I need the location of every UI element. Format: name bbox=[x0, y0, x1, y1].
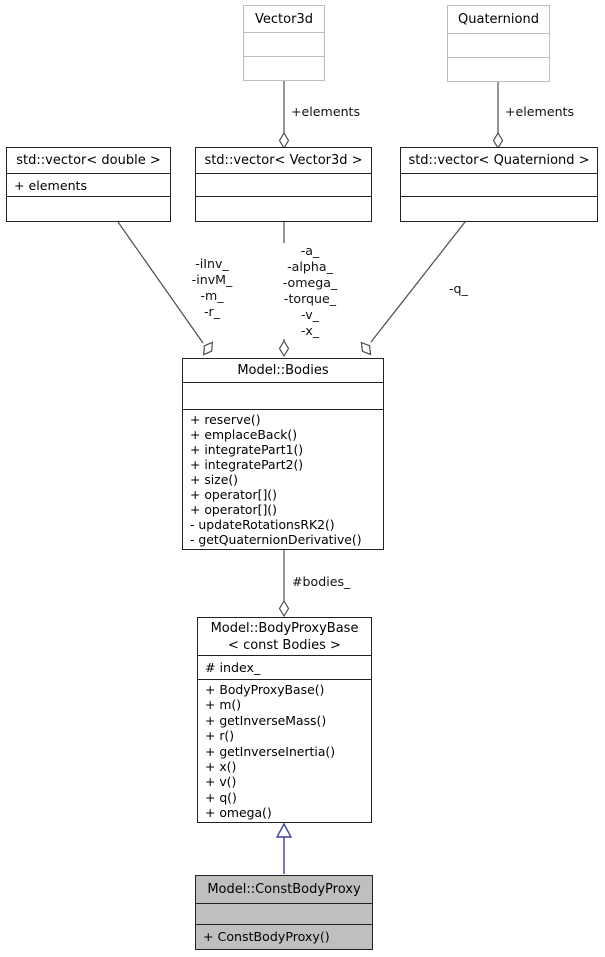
methods-compartment bbox=[448, 57, 549, 81]
class-title: std::vector< Vector3d > bbox=[196, 148, 371, 173]
edge-label-line: -m_ bbox=[200, 288, 224, 303]
edge-label-line: -omega_ bbox=[282, 275, 338, 290]
method-line: + operator[]() bbox=[190, 502, 277, 517]
edge-label-elements-left: +elements bbox=[291, 104, 361, 119]
methods-compartment bbox=[7, 196, 170, 218]
attribute-line: # index_ bbox=[198, 655, 371, 679]
class-title-text: Quaterniond bbox=[458, 12, 539, 27]
class-title-text: Model::ConstBodyProxy bbox=[207, 882, 361, 897]
class-title-text: Model::Bodies bbox=[237, 363, 329, 378]
edge-label-line: -iInv_ bbox=[195, 256, 229, 271]
edge-label-elements-right: +elements bbox=[505, 104, 575, 119]
aggregation-diamond-icon bbox=[278, 599, 290, 618]
edge-label-line: -alpha_ bbox=[287, 259, 333, 274]
class-title: Quaterniond bbox=[448, 6, 549, 33]
aggregation-diamond-icon bbox=[360, 341, 372, 356]
methods-compartment: + BodyProxyBase() + m() + getInverseMass… bbox=[198, 679, 371, 821]
edge-label-bodies-member: #bodies_ bbox=[292, 574, 351, 589]
class-title-text: std::vector< double > bbox=[16, 153, 161, 168]
method-line: + operator[]() bbox=[190, 487, 277, 502]
class-title: Model::ConstBodyProxy bbox=[196, 876, 372, 903]
edge-label-line: -x_ bbox=[300, 323, 320, 338]
edge-label-quaterniond-member: -q_ bbox=[449, 281, 468, 296]
class-box-vec-double[interactable]: std::vector< double > + elements bbox=[6, 147, 171, 222]
method-line: + size() bbox=[190, 472, 239, 487]
class-box-vec-quaterniond[interactable]: std::vector< Quaterniond > bbox=[400, 147, 598, 222]
attributes-compartment bbox=[196, 903, 372, 924]
method-line: - getQuaternionDerivative() bbox=[190, 532, 362, 547]
attribute-line: + elements bbox=[7, 173, 170, 196]
method-line: - updateRotationsRK2() bbox=[190, 517, 335, 532]
class-title: std::vector< Quaterniond > bbox=[401, 148, 597, 173]
class-box-quaterniond[interactable]: Quaterniond bbox=[447, 5, 550, 82]
attributes-compartment bbox=[244, 32, 324, 56]
aggregation-diamond-icon bbox=[492, 131, 504, 150]
method-line: + getInverseInertia() bbox=[205, 743, 336, 759]
method-line: + emplaceBack() bbox=[190, 427, 298, 442]
class-title-text: Vector3d bbox=[255, 11, 313, 27]
edge-label-line: -invM_ bbox=[191, 272, 233, 287]
inheritance-triangle-icon bbox=[275, 822, 293, 838]
aggregation-diamond-icon bbox=[203, 341, 213, 356]
method-line: + integratePart1() bbox=[190, 442, 304, 457]
class-title: Model::Bodies bbox=[183, 359, 383, 382]
method-line: + ConstBodyProxy() bbox=[196, 924, 372, 947]
method-line: + integratePart2() bbox=[190, 457, 304, 472]
edge-label-double-members: -iInv_ -invM_ -m_ -r_ bbox=[152, 256, 272, 320]
edge-label-line: -torque_ bbox=[283, 291, 337, 306]
class-title-text: std::vector< Quaterniond > bbox=[408, 153, 590, 168]
edge-label-line: -r_ bbox=[203, 304, 221, 319]
method-line: + x() bbox=[205, 759, 237, 775]
class-box-bodies[interactable]: Model::Bodies + reserve() + emplaceBack(… bbox=[182, 358, 384, 550]
edge-label-line: -a_ bbox=[300, 243, 320, 258]
method-line: + q() bbox=[205, 789, 237, 805]
class-box-body-proxy-base[interactable]: Model::BodyProxyBase < const Bodies > # … bbox=[197, 617, 372, 823]
class-title-text: std::vector< Vector3d > bbox=[204, 153, 363, 168]
class-box-const-body-proxy[interactable]: Model::ConstBodyProxy + ConstBodyProxy() bbox=[195, 875, 373, 950]
method-line: + reserve() bbox=[190, 412, 261, 427]
class-title: Model::BodyProxyBase < const Bodies > bbox=[198, 618, 371, 655]
methods-compartment bbox=[401, 196, 597, 218]
methods-compartment bbox=[244, 56, 324, 80]
edge-label-line: -v_ bbox=[301, 307, 319, 322]
class-title: Vector3d bbox=[244, 6, 324, 32]
attributes-compartment bbox=[183, 382, 383, 409]
method-line: + m() bbox=[205, 697, 242, 713]
class-box-vec-vector3d[interactable]: std::vector< Vector3d > bbox=[195, 147, 372, 222]
class-title-text: Model::BodyProxyBase bbox=[210, 620, 359, 636]
method-line: + getInverseMass() bbox=[205, 712, 327, 728]
class-box-vector3d[interactable]: Vector3d bbox=[243, 5, 325, 81]
attributes-compartment bbox=[401, 173, 597, 196]
edge-label-vector3d-members: -a_ -alpha_ -omega_ -torque_ -v_ -x_ bbox=[250, 243, 370, 339]
method-line: + r() bbox=[205, 728, 235, 744]
class-title: std::vector< double > bbox=[7, 148, 170, 173]
attributes-compartment bbox=[448, 33, 549, 57]
class-title-template-text: < const Bodies > bbox=[228, 637, 341, 653]
attributes-compartment bbox=[196, 173, 371, 196]
aggregation-diamond-icon bbox=[278, 339, 290, 358]
methods-compartment: + reserve() + emplaceBack() + integrateP… bbox=[183, 409, 383, 547]
method-line: + omega() bbox=[205, 805, 272, 821]
methods-compartment bbox=[196, 196, 371, 218]
method-line: + BodyProxyBase() bbox=[205, 682, 325, 697]
method-line: + v() bbox=[205, 774, 237, 790]
aggregation-diamond-icon bbox=[278, 131, 290, 150]
